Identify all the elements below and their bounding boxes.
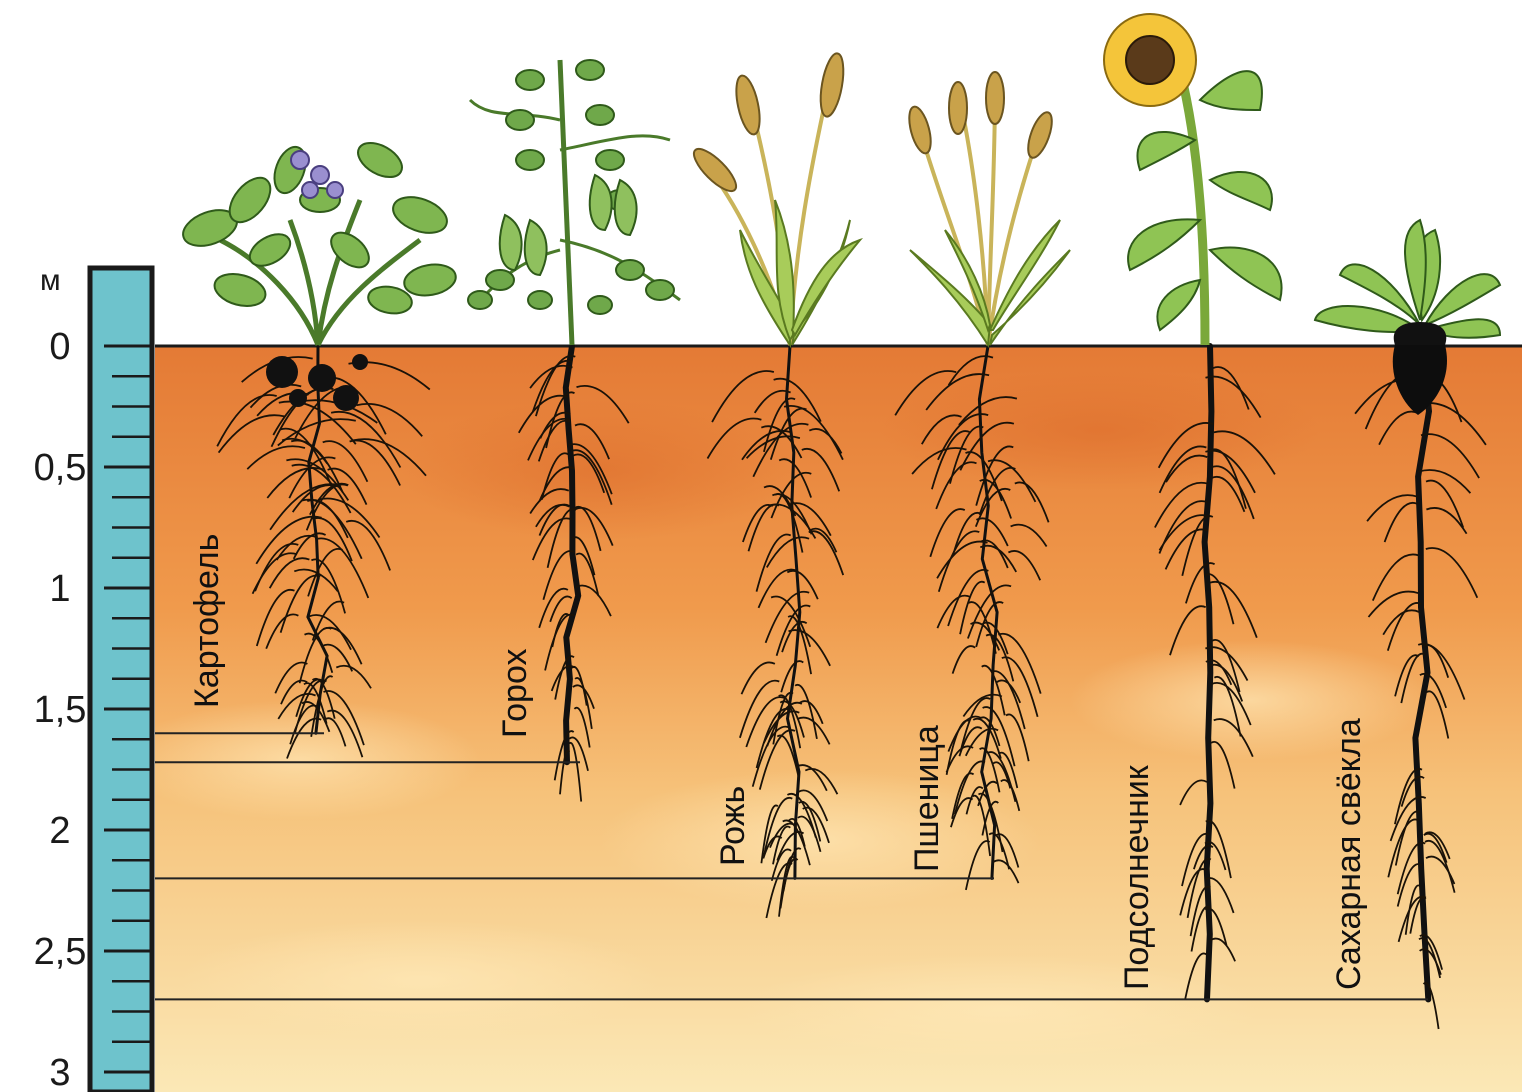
- ruler-label: 0,5: [34, 447, 87, 489]
- ruler-label: 1: [49, 568, 70, 610]
- plant-label-pea: Горох: [496, 649, 534, 738]
- scale-unit-label: м: [40, 264, 61, 297]
- potato-plant-icon: [178, 136, 458, 345]
- wheat-plant-icon: [905, 72, 1070, 345]
- plant-label-sugar-beet: Сахарная свёкла: [1330, 718, 1368, 990]
- potato-tuber: [289, 389, 307, 407]
- plant-label-potato: Картофель: [188, 534, 226, 708]
- plants-above-ground: [178, 14, 1500, 345]
- soil-texture: [180, 920, 660, 1040]
- rye-plant-icon: [688, 52, 860, 345]
- potato-tuber: [266, 356, 298, 388]
- potato-tuber: [333, 385, 359, 411]
- potato-tuber: [352, 354, 368, 370]
- pea-plant-icon: [468, 60, 680, 345]
- ruler-labels: 0 0,5 1 1,5 2 2,5 3: [34, 326, 87, 1092]
- ruler-label: 3: [49, 1052, 70, 1092]
- sugar-beet-plant-icon: [1315, 220, 1500, 345]
- plant-label-rye: Рожь: [714, 786, 752, 866]
- soil-texture: [740, 955, 1260, 1065]
- plant-label-wheat: Пшеница: [908, 725, 946, 872]
- ruler-label: 1,5: [34, 689, 87, 731]
- ruler-label: 2,5: [34, 931, 87, 973]
- plant-label-sunflower: Подсолнечник: [1118, 764, 1156, 990]
- depth-ruler: м 0 0,5 1 1,5 2 2,5 3: [34, 264, 152, 1092]
- ruler-label: 2: [49, 810, 70, 852]
- sunflower-plant-icon: [1104, 14, 1282, 345]
- potato-tuber: [308, 364, 336, 392]
- ruler-label: 0: [49, 326, 70, 368]
- soil-texture: [1070, 640, 1430, 760]
